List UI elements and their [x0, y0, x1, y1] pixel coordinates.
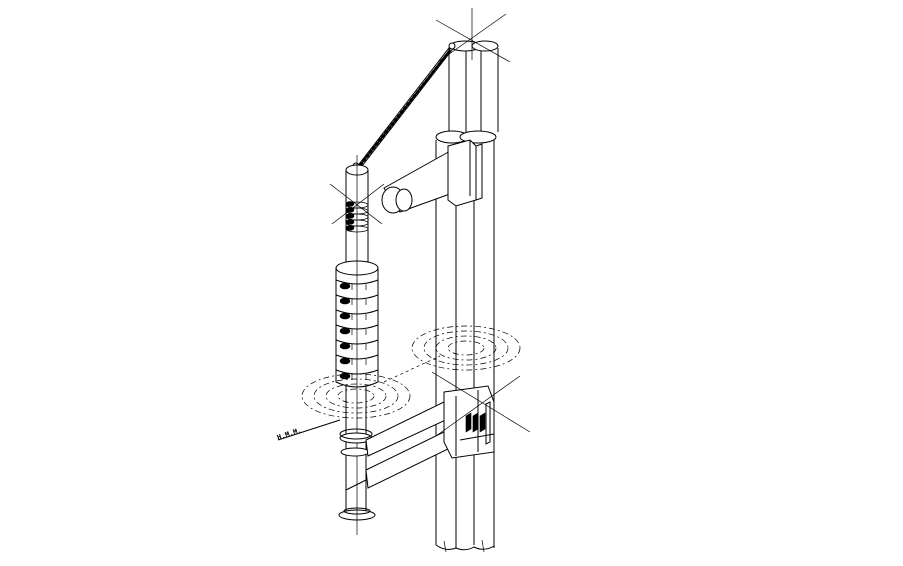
- shed-line: [351, 344, 367, 350]
- shed-line: [351, 359, 367, 365]
- shed-bolt: [339, 312, 351, 320]
- pole-clamp: [431, 371, 531, 459]
- clamp-edge: [459, 433, 495, 441]
- ground-ring: [411, 325, 521, 371]
- ground-ring: [313, 378, 399, 414]
- ground-ring: [423, 330, 509, 366]
- stay-wire: [352, 42, 456, 171]
- ground-ring: [435, 335, 497, 361]
- main-twin-pole: [435, 8, 511, 553]
- shed-bolt: [339, 357, 351, 365]
- shed-line: [351, 284, 367, 290]
- ground-ring: [325, 383, 387, 409]
- level-marker: H.M.M.: [276, 419, 341, 442]
- level-label: H.M.M.: [276, 426, 303, 441]
- shed-bolt: [339, 282, 351, 290]
- clamp-tooth: [465, 412, 472, 433]
- shed-line: [351, 314, 367, 320]
- clamp-tooth: [479, 412, 486, 433]
- rings-right: [411, 325, 521, 371]
- insulator-column: [329, 155, 385, 535]
- upper-arm: [381, 139, 483, 214]
- rod-flanges: [339, 428, 373, 457]
- shed-bolt: [339, 297, 351, 305]
- shed-line: [351, 299, 367, 305]
- shed-bolt: [339, 327, 351, 335]
- clamp-plate: [485, 401, 491, 445]
- lower-arms: [345, 399, 451, 491]
- ground-ring: [301, 373, 411, 419]
- ground-ring: [337, 388, 375, 404]
- ground-ring: [447, 340, 485, 356]
- shed-bolt: [339, 342, 351, 350]
- shed-line: [351, 329, 367, 335]
- rings-left: [301, 373, 411, 419]
- clamp-tooth: [472, 412, 479, 433]
- chain-link: [446, 49, 451, 55]
- shed-bolt: [339, 372, 351, 380]
